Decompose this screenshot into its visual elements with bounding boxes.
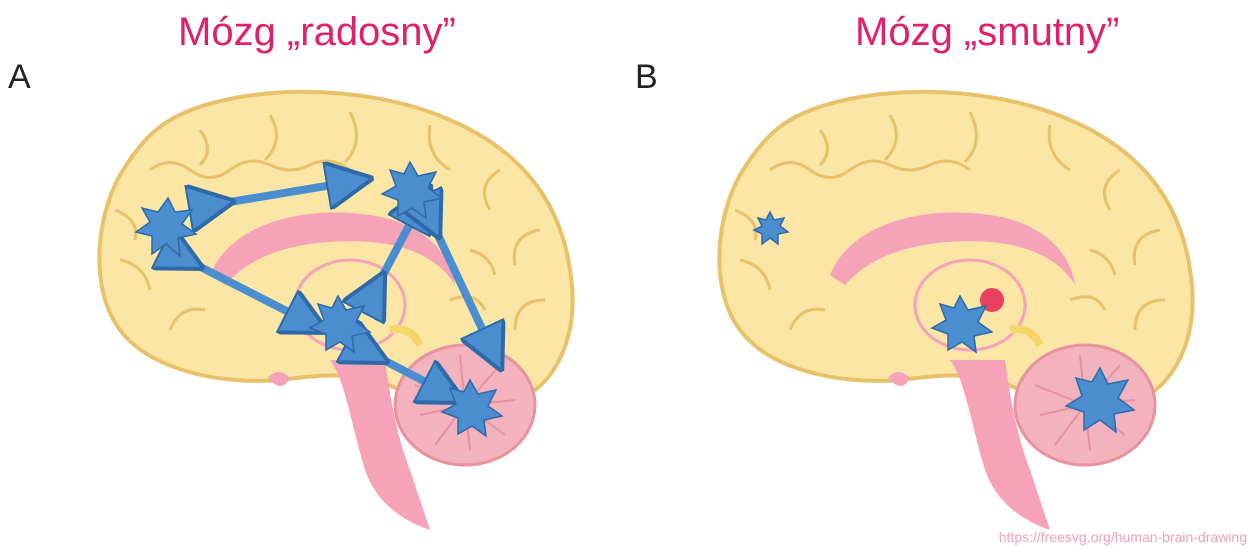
source-credit: https://freesvg.org/human-brain-drawing [999, 529, 1247, 545]
brain-a [99, 92, 572, 530]
brain-b [719, 92, 1192, 530]
